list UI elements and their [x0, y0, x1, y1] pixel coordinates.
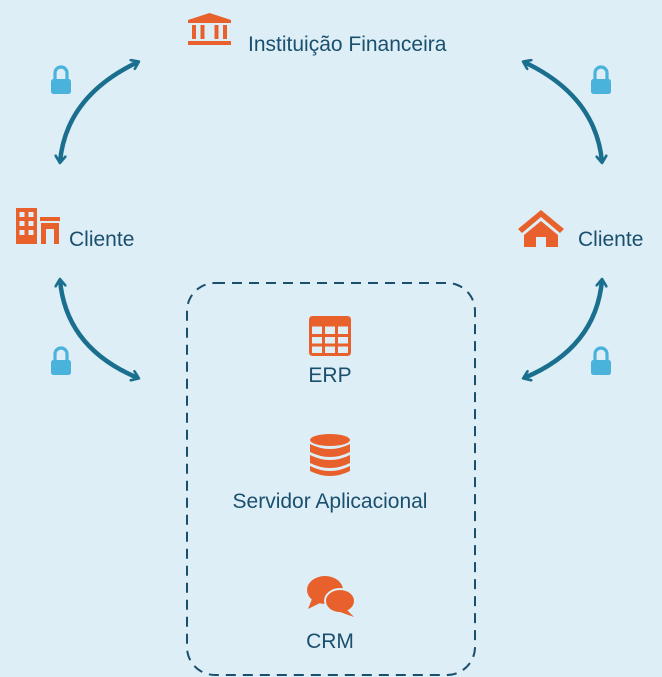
- crm-label: CRM: [306, 630, 354, 653]
- lock-icon: [51, 346, 71, 375]
- platform-boundary: [186, 282, 476, 676]
- building-icon: [16, 208, 60, 244]
- chat-bubbles-icon: [307, 576, 356, 617]
- table-grid-icon: [309, 316, 351, 356]
- arrow-client-right-platform: [524, 280, 602, 378]
- arrow-institution-client-left: [60, 62, 138, 162]
- arrow-client-left-platform: [60, 280, 138, 378]
- lock-icon: [591, 65, 611, 94]
- lock-icon: [591, 346, 611, 375]
- lock-icon: [51, 65, 71, 94]
- institution-label: Instituição Financeira: [248, 33, 447, 56]
- client-right-label: Cliente: [578, 228, 644, 251]
- arrow-institution-client-right: [524, 62, 602, 162]
- client-left-label: Cliente: [69, 228, 135, 251]
- server-label: Servidor Aplicacional: [232, 490, 428, 513]
- home-icon: [518, 210, 564, 247]
- bank-icon: [188, 13, 231, 45]
- erp-label: ERP: [308, 364, 352, 387]
- database-icon: [310, 434, 350, 476]
